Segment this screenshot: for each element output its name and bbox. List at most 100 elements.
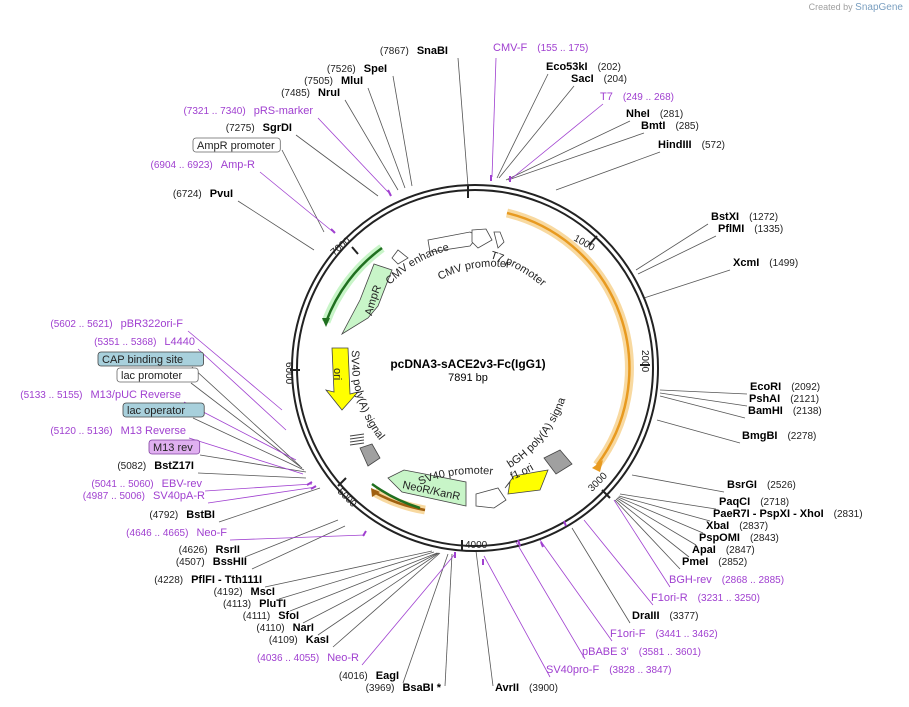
site-label-pflmi[interactable]: PflMI(1335)	[718, 223, 783, 235]
feature-tag-lac-operator[interactable]: lac operator	[122, 402, 205, 418]
site-label-m13-puc-reverse[interactable]: (5133 .. 5155)M13/pUC Reverse	[20, 389, 181, 401]
site-position: (5133 .. 5155)	[20, 390, 82, 401]
site-position: (4109)	[269, 635, 298, 646]
site-label-sfoi[interactable]: (4111)SfoI	[243, 610, 299, 622]
site-position: (7526)	[327, 64, 356, 75]
site-name: BstBI	[186, 509, 215, 521]
feature-tag-text: CAP binding site	[102, 354, 183, 366]
site-label-bsabi[interactable]: (3969)BsaBI *	[366, 682, 442, 694]
site-label-bmgbi[interactable]: BmgBI(2278)	[742, 430, 816, 442]
feature-tag-ampr-promoter[interactable]: AmpR promoter	[192, 137, 281, 153]
site-label-ecori[interactable]: EcoRI(2092)	[750, 381, 820, 393]
site-label-bmti[interactable]: BmtI(285)	[641, 120, 699, 132]
site-label-bsrgi[interactable]: BsrGI(2526)	[727, 479, 796, 491]
site-label-bsshii[interactable]: (4507)BssHII	[176, 556, 247, 568]
site-label-bstz17i[interactable]: (5082)BstZ17I	[117, 460, 194, 472]
site-label-bstbi[interactable]: (4792)BstBI	[149, 509, 215, 521]
site-name: XcmI	[733, 257, 759, 269]
site-label-nhei[interactable]: NheI(281)	[626, 108, 683, 120]
site-label-amp-r[interactable]: (6904 .. 6923)Amp-R	[151, 159, 256, 171]
site-label-paqci[interactable]: PaqCI(2718)	[719, 496, 789, 508]
site-label-prs-marker[interactable]: (7321 .. 7340)pRS-marker	[183, 105, 313, 117]
site-label-xcmi[interactable]: XcmI (1499)	[733, 257, 798, 269]
ampr-arc[interactable]	[324, 246, 383, 323]
primer-ticks	[306, 175, 567, 565]
site-position: (2852)	[718, 557, 747, 568]
site-label-kasi[interactable]: (4109)KasI	[269, 634, 329, 646]
site-label-pbabe-3[interactable]: pBABE 3'(3581 .. 3601)	[582, 646, 701, 658]
site-label-t7[interactable]: T7(249 .. 268)	[600, 91, 674, 103]
feature-tag-m13-rev[interactable]: M13 rev	[148, 439, 201, 455]
backbone-inner	[296, 189, 654, 547]
site-label-saci[interactable]: SacI(204)	[571, 73, 627, 85]
feature-tag-text: lac operator	[127, 405, 185, 417]
site-label-pshai[interactable]: PshAI(2121)	[749, 393, 819, 405]
site-label-nrui[interactable]: (7485)NruI	[281, 87, 340, 99]
site-name: SacI	[571, 73, 594, 85]
site-label-rsrii[interactable]: (4626)RsrII	[179, 544, 240, 556]
site-label-pflfi-tth111i[interactable]: (4228)PflFI - Tth111I	[154, 574, 262, 586]
site-label-neo-r[interactable]: (4036 .. 4055)Neo-R	[257, 652, 359, 664]
site-label-sv40pro-f[interactable]: SV40pro-F(3828 .. 3847)	[546, 664, 671, 676]
site-position: (4646 .. 4665)	[126, 528, 188, 539]
site-label-pspomi[interactable]: PspOMI(2843)	[699, 532, 779, 544]
site-label-m13-reverse[interactable]: (5120 .. 5136)M13 Reverse	[50, 425, 186, 437]
sv40-polya-label: SV40 poly(A) signal	[349, 350, 387, 442]
t7-promoter-arrow[interactable]	[493, 231, 505, 249]
site-label-bamhi[interactable]: BamHI(2138)	[748, 405, 822, 417]
feature-tag-box	[192, 137, 281, 153]
ampr-cds-arrow[interactable]	[340, 263, 393, 336]
site-label-mlui[interactable]: (7505)MluI	[304, 75, 363, 87]
site-label-apai[interactable]: ApaI(2847)	[692, 544, 755, 556]
site-name: BstZ17I	[154, 460, 194, 472]
site-label-draiii[interactable]: DraIII(3377)	[632, 610, 698, 622]
insert-arc[interactable]	[506, 211, 631, 466]
site-label-eco53ki[interactable]: Eco53kI(202)	[546, 61, 621, 73]
cmv-promoter-arrow[interactable]	[471, 228, 493, 249]
site-label-paer7i-pspxi-xhoi[interactable]: PaeR7I - PspXI - XhoI(2831)	[713, 508, 863, 520]
site-name: NheI	[626, 108, 650, 120]
bgh-polya-box[interactable]	[543, 449, 573, 475]
site-position: (5351 .. 5368)	[94, 337, 156, 348]
sv40-promoter-arrow[interactable]	[475, 487, 507, 509]
site-label-pbr322ori-f[interactable]: (5602 .. 5621)pBR322ori-F	[50, 318, 183, 330]
site-label-pluti[interactable]: (4113)PluTI	[223, 598, 286, 610]
site-label-nari[interactable]: (4110)NarI	[256, 622, 314, 634]
site-label-l4440[interactable]: (5351 .. 5368)L4440	[94, 336, 195, 348]
site-position: (1499)	[769, 258, 798, 269]
feature-tag-cap-binding-site[interactable]: CAP binding site	[97, 351, 204, 367]
site-label-avrii[interactable]: AvrII(3900)	[495, 682, 558, 694]
site-label-sgrdi[interactable]: (7275)SgrDI	[226, 122, 292, 134]
sv40-polya-box[interactable]	[359, 443, 381, 467]
site-label-hindiii[interactable]: HindIII(572)	[658, 139, 725, 151]
site-label-pvui[interactable]: (6724)PvuI	[173, 188, 233, 200]
site-label-neo-f[interactable]: (4646 .. 4665)Neo-F	[126, 527, 227, 539]
site-label-ebv-rev[interactable]: (5041 .. 5060)EBV-rev	[91, 478, 202, 490]
site-label-pmei[interactable]: PmeI(2852)	[682, 556, 747, 568]
site-label-eagi[interactable]: (4016)EagI	[339, 670, 399, 682]
tick-label-3000: 3000	[586, 470, 610, 494]
site-name: M13 Reverse	[121, 425, 186, 437]
site-label-spei[interactable]: (7526)SpeI	[327, 63, 387, 75]
site-label-f1ori-r[interactable]: F1ori-R(3231 .. 3250)	[651, 592, 760, 604]
site-label-f1ori-f[interactable]: F1ori-F(3441 .. 3462)	[610, 628, 718, 640]
site-position: (2526)	[767, 480, 796, 491]
site-label-bstxi[interactable]: BstXI(1272)	[711, 211, 778, 223]
site-label-bgh-rev[interactable]: BGH-rev(2868 .. 2885)	[669, 574, 784, 586]
site-name: PshAI	[749, 393, 780, 405]
neo-kanr-arrow[interactable]	[387, 469, 467, 507]
site-label-sv40pa-r[interactable]: (4987 .. 5006)SV40pA-R	[83, 490, 205, 502]
ampr-promoter-arrow[interactable]	[391, 249, 409, 265]
site-label-xbai[interactable]: XbaI(2837)	[706, 520, 768, 532]
site-label-cmv-f[interactable]: CMV-F(155 .. 175)	[493, 42, 588, 54]
feature-tag-lac-promoter[interactable]: lac promoter	[116, 367, 199, 383]
ori-arrow[interactable]	[324, 347, 360, 411]
site-position: (5041 .. 5060)	[91, 479, 153, 490]
site-name: EagI	[376, 670, 399, 682]
f1-ori-arrow[interactable]	[504, 469, 549, 495]
site-name: PflFI - Tth111I	[191, 574, 262, 586]
site-position: (3828 .. 3847)	[609, 665, 671, 676]
site-label-snabi[interactable]: (7867)SnaBI	[380, 45, 448, 57]
site-label-msci[interactable]: (4192)MscI	[214, 586, 275, 598]
